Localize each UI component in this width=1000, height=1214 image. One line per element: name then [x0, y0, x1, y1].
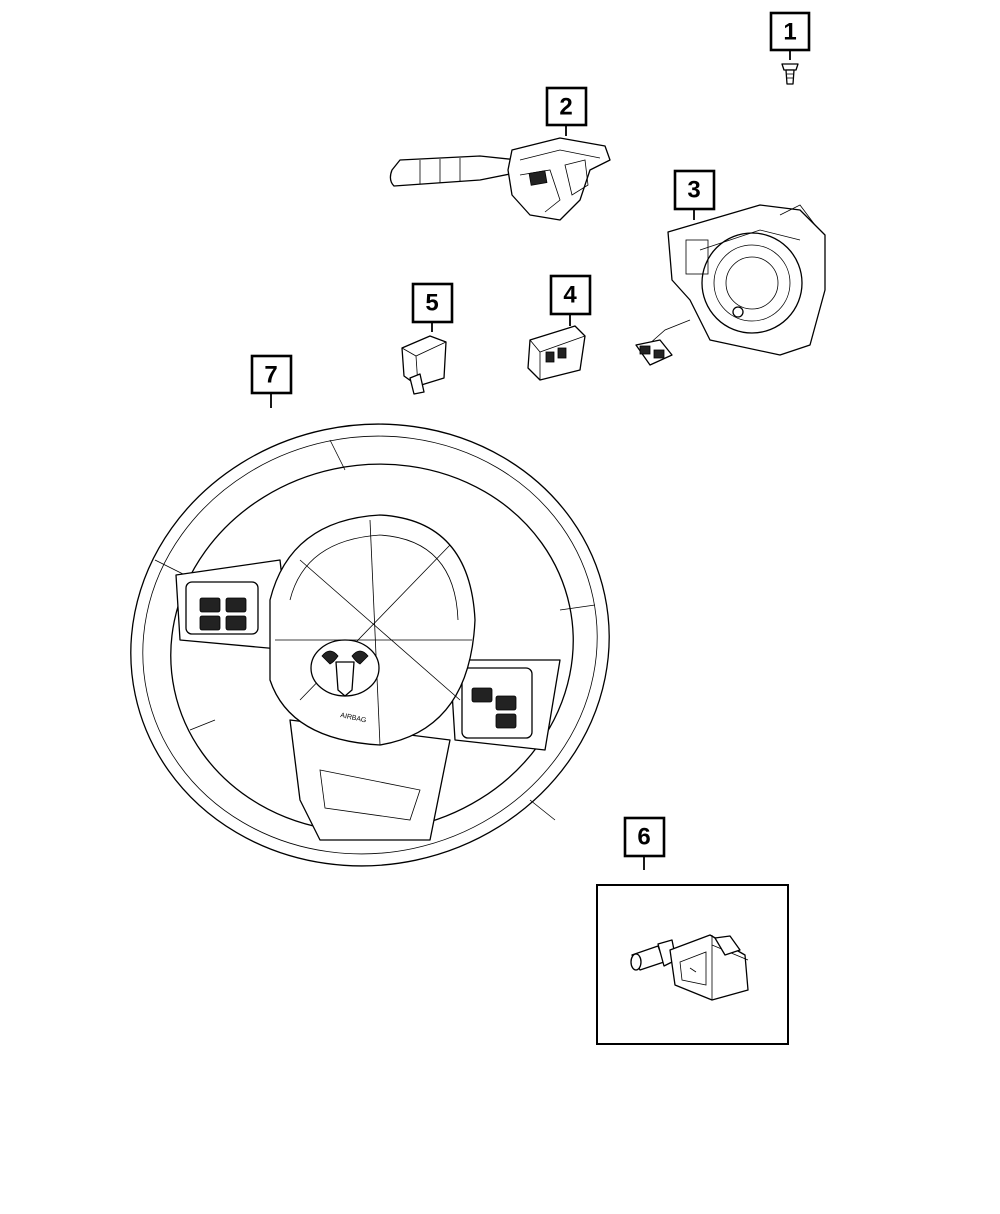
callout-6[interactable]: 6 [623, 816, 666, 858]
callout-7-label: 7 [264, 362, 277, 389]
callout-1-label: 1 [783, 19, 796, 46]
callout-5[interactable]: 5 [411, 282, 454, 324]
part-3-clockspring[interactable] [635, 204, 826, 366]
callout-4-label: 4 [563, 282, 577, 309]
ram-logo [310, 639, 380, 697]
callout-6-label: 6 [637, 824, 650, 851]
part-7-steering-wheel[interactable]: AIRBAG [90, 380, 651, 910]
part-2-multifunction-switch[interactable] [389, 137, 611, 221]
part-5-bracket[interactable] [401, 335, 447, 395]
callout-3-label: 3 [687, 177, 700, 204]
callout-3[interactable]: 3 [673, 169, 716, 211]
callout-7[interactable]: 7 [250, 354, 293, 395]
callout-4[interactable]: 4 [549, 274, 592, 316]
callout-5-label: 5 [425, 290, 438, 317]
part-6-brake-switch[interactable] [630, 934, 749, 1001]
callout-2[interactable]: 2 [545, 86, 588, 127]
callout-2-label: 2 [559, 94, 572, 121]
part-1-screw[interactable] [781, 63, 799, 85]
callout-1[interactable]: 1 [769, 11, 811, 52]
part-4-switch[interactable] [527, 325, 586, 381]
